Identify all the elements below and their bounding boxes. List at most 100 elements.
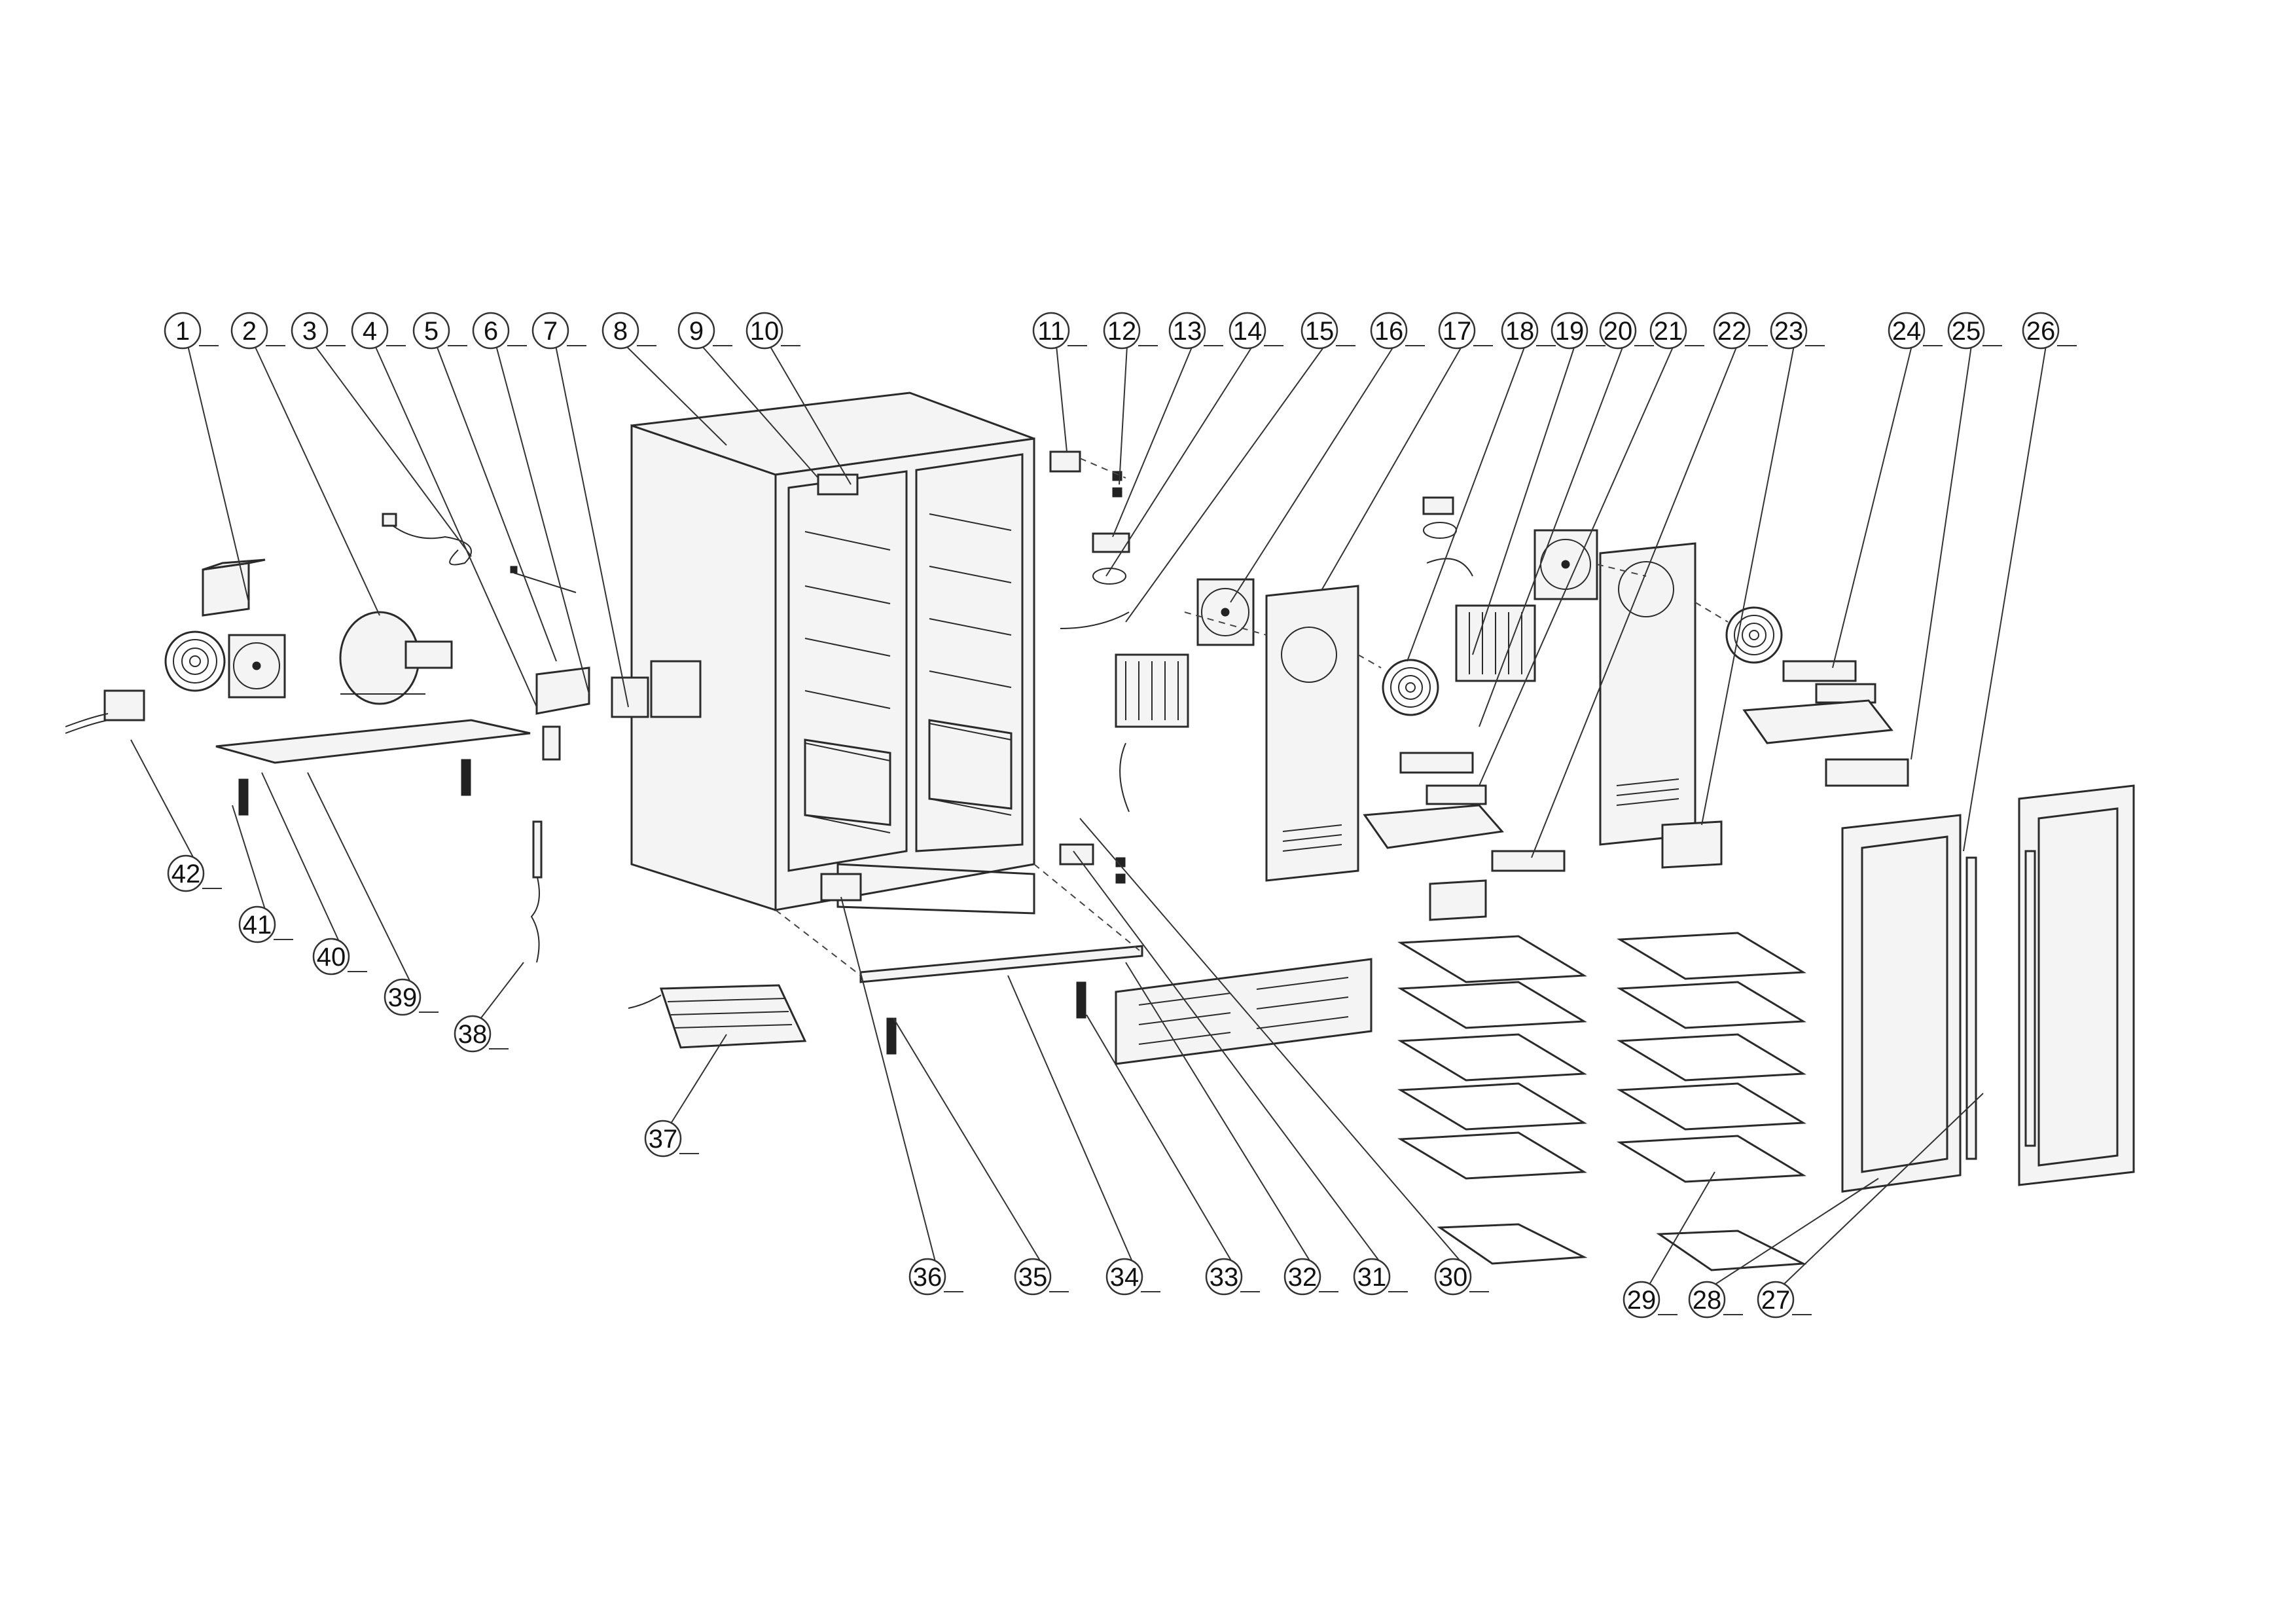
callout-number: 15 (1305, 317, 1335, 346)
callout-7: 7 (531, 312, 569, 350)
callout-circle (1947, 312, 1985, 350)
control-panel-24-25 (1742, 660, 1909, 787)
callout-number: 5 (424, 317, 439, 346)
callout-number: 17 (1443, 317, 1472, 346)
power-cord-3 (382, 513, 472, 566)
callout-25: 25 (1947, 312, 1985, 350)
callout-21: 21 (1649, 312, 1687, 350)
callout-number: 42 (171, 860, 201, 888)
callout-number: 36 (913, 1263, 942, 1292)
door-left (1841, 814, 1977, 1193)
callout-leader-2 (254, 345, 380, 616)
wine-shelves-right (1617, 932, 1807, 1271)
callout-36: 36 (908, 1258, 946, 1296)
callout-leader-4 (374, 345, 537, 708)
callout-number: 6 (484, 317, 498, 346)
callout-31: 31 (1353, 1258, 1391, 1296)
fan-16 (1196, 578, 1255, 646)
callout-number: 2 (242, 317, 257, 346)
callout-37: 37 (644, 1120, 682, 1158)
feet-41 (238, 759, 471, 816)
callout-circle (1438, 312, 1476, 350)
callout-number: 12 (1107, 317, 1137, 346)
callout-38: 38 (454, 1015, 492, 1053)
callout-leader-28 (1714, 1178, 1879, 1285)
fan-grille-18 (1382, 659, 1439, 716)
callout-14: 14 (1229, 312, 1266, 350)
callout-leader-26 (1963, 345, 2047, 852)
top-hinge (817, 450, 1122, 498)
callout-27: 27 (1757, 1281, 1795, 1319)
callout-number: 38 (458, 1020, 488, 1049)
callout-leader-38 (480, 962, 524, 1019)
callout-circle (384, 978, 422, 1016)
callout-40: 40 (312, 938, 350, 976)
callout-circle (167, 854, 205, 892)
callout-number: 3 (302, 317, 317, 346)
front-grille (859, 945, 1372, 1065)
callout-leader-23 (1701, 345, 1795, 826)
callout-leader-24 (1832, 345, 1912, 668)
callout-circle (1770, 312, 1808, 350)
callout-circle (291, 312, 329, 350)
callout-circle (1757, 1281, 1795, 1319)
callout-leader-41 (232, 805, 266, 910)
callout-circle (1623, 1281, 1660, 1319)
guide-lines (775, 458, 1729, 976)
callout-number: 23 (1774, 317, 1804, 346)
plate-6 (611, 676, 649, 718)
callout-circle (454, 1015, 492, 1053)
callout-12: 12 (1103, 312, 1141, 350)
callout-26: 26 (2022, 312, 2060, 350)
callout-number: 9 (689, 317, 704, 346)
callout-number: 25 (1952, 317, 1981, 346)
callout-4: 4 (351, 312, 389, 350)
callout-35: 35 (1014, 1258, 1052, 1296)
tube-14 (1060, 611, 1130, 629)
callout-1: 1 (164, 312, 202, 350)
callout-leader-33 (1086, 1014, 1232, 1262)
callout-number: 26 (2026, 317, 2056, 346)
callout-leader-18 (1407, 345, 1526, 662)
callout-number: 32 (1288, 1263, 1318, 1292)
callout-leader-29 (1649, 1171, 1715, 1285)
callout-leader-20 (1479, 345, 1624, 727)
fan-grille-left (164, 630, 226, 692)
callout-leader-32 (1125, 962, 1311, 1262)
callout-5: 5 (412, 312, 450, 350)
callout-number: 19 (1555, 317, 1585, 346)
callout-circle (1032, 312, 1070, 350)
callout-circle (230, 312, 268, 350)
callout-leader-12 (1119, 345, 1128, 485)
callout-leader-34 (1007, 975, 1133, 1262)
callout-29: 29 (1623, 1281, 1660, 1319)
callout-8: 8 (601, 312, 639, 350)
callout-number: 33 (1210, 1263, 1239, 1292)
callout-number: 31 (1357, 1263, 1387, 1292)
callout-circle (1501, 312, 1539, 350)
callout-18: 18 (1501, 312, 1539, 350)
callout-number: 8 (613, 317, 628, 346)
callout-circle (1283, 1258, 1321, 1296)
callout-number: 29 (1627, 1286, 1657, 1315)
callout-number: 40 (317, 943, 346, 972)
callout-42: 42 (167, 854, 205, 892)
callout-leader-3 (314, 345, 472, 557)
callout-9: 9 (677, 312, 715, 350)
callout-28: 28 (1688, 1281, 1726, 1319)
callout-circle (1300, 312, 1338, 350)
callout-leader-13 (1112, 345, 1193, 538)
callout-circle (1014, 1258, 1052, 1296)
callout-34: 34 (1105, 1258, 1143, 1296)
sensor-wire-4 (510, 566, 577, 593)
callout-22: 22 (1713, 312, 1751, 350)
callout-number: 41 (243, 911, 272, 939)
callout-circle (1105, 1258, 1143, 1296)
callout-circle (644, 1120, 682, 1158)
callout-number: 21 (1654, 317, 1683, 346)
callout-leader-39 (307, 772, 411, 983)
callout-20: 20 (1599, 312, 1637, 350)
callout-number: 30 (1439, 1263, 1468, 1292)
callout-number: 1 (175, 317, 190, 346)
